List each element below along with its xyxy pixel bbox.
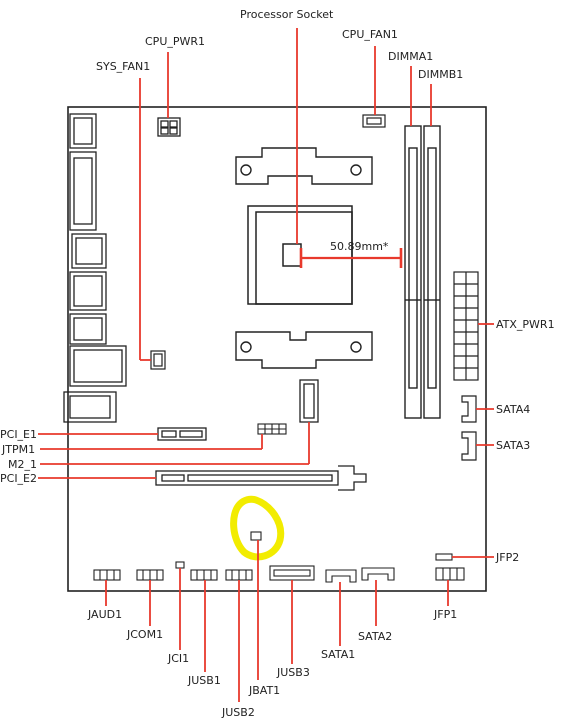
label-jbat1: JBAT1 bbox=[248, 684, 280, 697]
leader-lines bbox=[38, 28, 494, 702]
label-jusb3: JUSB3 bbox=[276, 666, 310, 679]
label-sata4: SATA4 bbox=[496, 403, 530, 416]
label-jusb1: JUSB1 bbox=[187, 674, 221, 687]
label-jaud1: JAUD1 bbox=[87, 608, 122, 621]
board-outline bbox=[67, 106, 487, 592]
jtpm1-header bbox=[257, 423, 287, 435]
socket-distance-measurement bbox=[299, 248, 403, 268]
label-jfp1: JFP1 bbox=[433, 608, 457, 621]
jbat1-jumper bbox=[250, 531, 262, 541]
label-pci-e1: PCI_E1 bbox=[0, 428, 37, 441]
sys-fan1-header bbox=[150, 350, 166, 370]
jfp2-header bbox=[435, 553, 453, 561]
label-measurement: 50.89mm* bbox=[330, 240, 389, 253]
cpu-fan1-header bbox=[362, 114, 386, 128]
jbat1-highlight bbox=[230, 495, 285, 561]
label-cpu-fan1: CPU_FAN1 bbox=[342, 28, 398, 41]
label-sata3: SATA3 bbox=[496, 439, 530, 452]
pci-e2-slot bbox=[155, 465, 367, 491]
label-atx-pwr1: ATX_PWR1 bbox=[496, 318, 555, 331]
label-dimmb1: DIMMB1 bbox=[418, 68, 463, 81]
label-jcom1: JCOM1 bbox=[126, 628, 163, 641]
rear-io-panel bbox=[63, 113, 127, 423]
bottom-headers bbox=[93, 561, 465, 583]
label-cpu-pwr1: CPU_PWR1 bbox=[145, 35, 205, 48]
socket-retention-bottom bbox=[235, 331, 373, 369]
label-processor-socket: Processor Socket bbox=[240, 8, 334, 21]
dimm-slots bbox=[404, 125, 441, 419]
label-sata1: SATA1 bbox=[321, 648, 355, 661]
sata3-port bbox=[461, 431, 477, 461]
label-sys-fan1: SYS_FAN1 bbox=[96, 60, 150, 73]
atx-pwr1-connector bbox=[453, 271, 479, 381]
label-dimma1: DIMMA1 bbox=[388, 50, 433, 63]
label-pci-e2: PCI_E2 bbox=[0, 472, 37, 485]
label-sata2: SATA2 bbox=[358, 630, 392, 643]
label-jusb2: JUSB2 bbox=[221, 706, 255, 719]
label-jfp2: JFP2 bbox=[495, 551, 519, 564]
sata4-port bbox=[461, 395, 477, 423]
label-m2-1: M2_1 bbox=[8, 458, 37, 471]
socket-retention-top bbox=[235, 147, 373, 185]
m2-1-slot bbox=[299, 379, 319, 423]
cpu-pwr1-connector bbox=[157, 117, 181, 137]
label-jtpm1: JTPM1 bbox=[1, 443, 35, 456]
pci-e1-slot bbox=[157, 427, 207, 441]
label-jci1: JCI1 bbox=[167, 652, 189, 665]
